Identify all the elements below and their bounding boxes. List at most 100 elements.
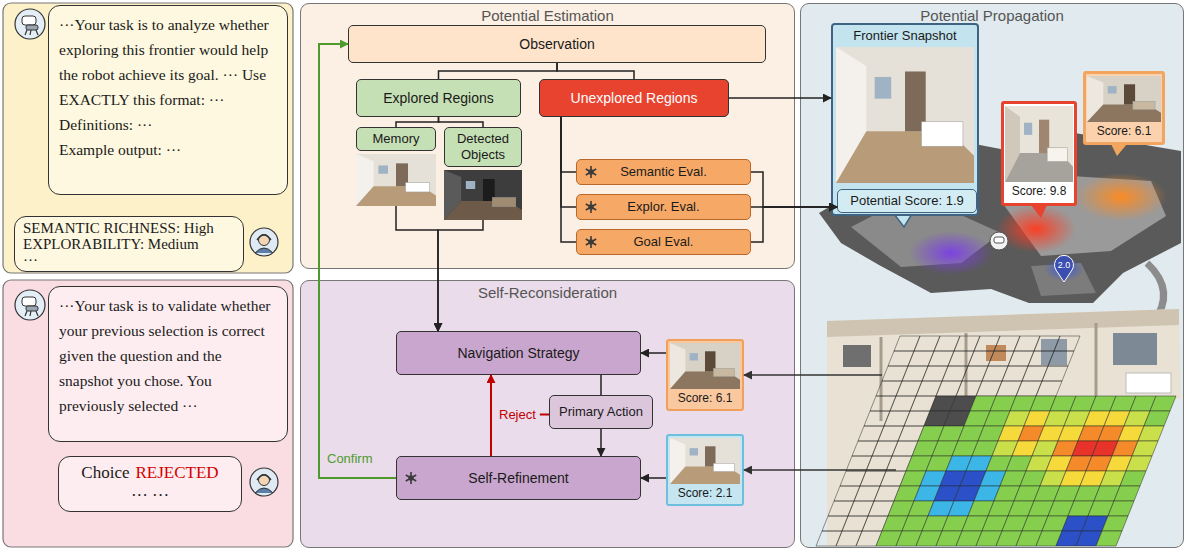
evaluator-box: Explor. Eval. bbox=[576, 194, 751, 220]
node-text: Explored Regions bbox=[383, 90, 494, 107]
window bbox=[1041, 339, 1067, 365]
figure-part bbox=[713, 368, 734, 376]
heatmap-cell bbox=[948, 351, 974, 366]
evaluator-box: Semantic Eval. bbox=[576, 159, 751, 185]
figure-part bbox=[990, 232, 1008, 250]
heatmap-cell bbox=[1150, 396, 1176, 411]
node-text: Frontier Snapshot bbox=[853, 28, 956, 44]
heatmap-cell bbox=[878, 426, 904, 441]
figure-part bbox=[1087, 76, 1161, 122]
heatmap-cell bbox=[882, 366, 908, 381]
connector bbox=[438, 220, 483, 331]
node-text: Explor. Eval. bbox=[627, 199, 699, 215]
figure-part bbox=[356, 154, 436, 206]
connector bbox=[396, 206, 438, 331]
robot-body bbox=[26, 306, 38, 311]
heatmap-cell bbox=[1048, 351, 1074, 366]
snapshot-photo bbox=[1005, 106, 1073, 182]
process-box: Unexplored Regions bbox=[539, 79, 729, 117]
icon-ring bbox=[250, 468, 278, 496]
heatmap-cell bbox=[922, 366, 948, 381]
bed bbox=[1126, 373, 1171, 393]
heatmap-cell bbox=[1102, 516, 1128, 531]
heatmap-cell bbox=[848, 501, 874, 516]
heatmap-cell bbox=[982, 366, 1008, 381]
heatmap-cell bbox=[994, 336, 1020, 351]
heatmap-cell bbox=[916, 381, 942, 396]
node-text: Memory bbox=[356, 127, 436, 151]
node-text: EXPLORABILITY: Medium bbox=[23, 236, 235, 252]
figure-part bbox=[406, 475, 416, 481]
figure-part bbox=[586, 169, 596, 175]
potential-glow bbox=[1075, 173, 1167, 221]
heatmap-cell bbox=[996, 381, 1022, 396]
figure-part bbox=[586, 239, 596, 245]
frozen-icon bbox=[584, 235, 598, 249]
reject-leader bbox=[540, 414, 549, 416]
score-pin: 2.0 bbox=[1053, 255, 1075, 283]
figure-part bbox=[589, 205, 593, 209]
connector bbox=[557, 63, 634, 79]
connector bbox=[600, 375, 602, 395]
evaluator-box: Goal Eval. bbox=[576, 229, 751, 255]
node-text: Observation bbox=[519, 36, 594, 53]
heatmap-cell bbox=[1002, 366, 1028, 381]
icon-ring bbox=[250, 228, 278, 256]
connector bbox=[751, 206, 837, 208]
heatmap-cell bbox=[928, 351, 954, 366]
process-box: Navigation Strategy bbox=[396, 331, 641, 375]
figure-part bbox=[1024, 123, 1032, 135]
heatmap-cell bbox=[934, 336, 960, 351]
figure-part bbox=[875, 77, 892, 99]
figure-part bbox=[586, 169, 596, 175]
potential-glow bbox=[996, 205, 1076, 253]
node-text: Choice bbox=[81, 461, 129, 484]
callout-pointer bbox=[1111, 144, 1127, 156]
figure-part bbox=[589, 240, 593, 244]
snapshot-photo bbox=[836, 47, 974, 183]
node-text: ···Your task is to analyze whether explo… bbox=[59, 12, 277, 112]
figure-part bbox=[1047, 148, 1067, 162]
prompt-bubble: ···Your task is to validate whether your… bbox=[48, 286, 288, 442]
figure-part bbox=[690, 353, 698, 360]
heatmap-cell bbox=[936, 381, 962, 396]
heatmap-cell bbox=[854, 486, 880, 501]
module-panel: Potential PropagationFrontier SnapshotPo… bbox=[800, 3, 1184, 548]
heatmap-cell bbox=[1014, 336, 1040, 351]
map-link-arrow bbox=[744, 469, 896, 471]
heatmap-cell bbox=[956, 381, 982, 396]
heatmap-cell bbox=[954, 336, 980, 351]
figure-part bbox=[586, 239, 596, 245]
heatmap-cell bbox=[864, 411, 890, 426]
figure-part bbox=[690, 448, 698, 455]
robot-marker bbox=[990, 232, 1008, 250]
module-panel: Self-ReconsiderationNavigation StrategyP… bbox=[300, 280, 795, 548]
figure-part bbox=[1005, 106, 1073, 182]
node-text: Primary Action bbox=[559, 404, 643, 420]
heatmap-cell bbox=[1126, 456, 1152, 471]
robot-icon bbox=[15, 9, 45, 39]
heatmap-cell bbox=[846, 456, 872, 471]
potential-glow bbox=[909, 231, 993, 275]
prompt-bubble: ···Your task is to analyze whether explo… bbox=[48, 5, 288, 195]
heatmap-cell bbox=[1108, 501, 1134, 516]
figure-part bbox=[670, 343, 740, 389]
connector bbox=[641, 352, 666, 354]
headset bbox=[257, 475, 271, 480]
map-illustration bbox=[816, 131, 1181, 546]
heatmap-cell bbox=[914, 336, 940, 351]
figure-part bbox=[1108, 86, 1117, 93]
heatmap-cell bbox=[908, 351, 934, 366]
snapshot-card: Score: 6.1 bbox=[666, 339, 744, 411]
assistant-shoulders bbox=[255, 488, 273, 493]
robot-body bbox=[26, 25, 38, 30]
heatmap-cell bbox=[1036, 381, 1062, 396]
heatmap-cell bbox=[1132, 441, 1158, 456]
frozen-icon bbox=[404, 471, 418, 485]
process-box: Primary Action bbox=[549, 395, 653, 429]
heatmap-cell bbox=[1096, 531, 1122, 546]
heatmap-cell bbox=[896, 381, 922, 396]
figure-part bbox=[836, 47, 974, 183]
heatmap-cell bbox=[968, 351, 994, 366]
icon-ring bbox=[15, 290, 45, 320]
